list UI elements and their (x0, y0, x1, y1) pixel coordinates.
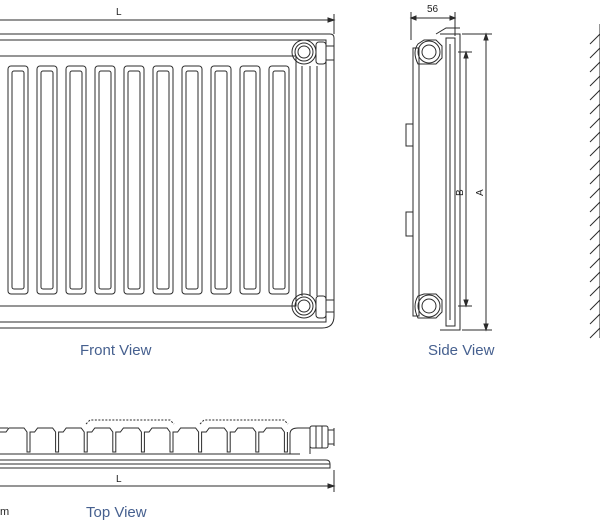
hatch-line (589, 327, 600, 339)
side-view-caption: Side View (428, 342, 495, 359)
hatch-line (589, 201, 600, 213)
hatch-line (589, 299, 600, 311)
front-width-label: L (116, 7, 122, 18)
fin-outer (94, 65, 116, 295)
fin-inner (98, 70, 112, 290)
hatch-line (589, 257, 600, 269)
hatch-line (589, 103, 600, 115)
hatch-line (589, 173, 600, 185)
hatch-line (589, 75, 600, 87)
fin-outer (7, 65, 29, 295)
hatch-line (589, 243, 600, 255)
hatch-line (589, 145, 600, 157)
front-bottom-valve (291, 293, 334, 319)
fin-outer (152, 65, 174, 295)
front-top-valve (291, 39, 334, 65)
hatch-line (589, 89, 600, 101)
side-view: 56 (405, 4, 492, 332)
fin-inner (272, 70, 286, 290)
fin-inner (11, 70, 25, 290)
hatch-line (589, 229, 600, 241)
top-view: L (0, 419, 336, 492)
fin-outer (36, 65, 58, 295)
fin-outer (123, 65, 145, 295)
side-bottom-valve (414, 293, 443, 319)
top-view-caption: Top View (86, 504, 147, 521)
hatch-line (589, 61, 600, 73)
hatch-line (589, 215, 600, 227)
top-pipe-connector (289, 425, 335, 454)
fin-inner (185, 70, 199, 290)
fin-inner (40, 70, 54, 290)
top-profile (0, 427, 288, 453)
fin-inner (214, 70, 228, 290)
fin-outer (268, 65, 290, 295)
hatch-line (589, 131, 600, 143)
hatch-line (589, 187, 600, 199)
front-fins (7, 65, 290, 295)
side-top-valve (414, 39, 443, 65)
hatch-line (589, 47, 600, 59)
hatch-line (589, 313, 600, 325)
fin-inner (156, 70, 170, 290)
wall-hatching (589, 24, 600, 339)
hatch-line (589, 285, 600, 297)
side-depth-label: 56 (427, 4, 439, 15)
front-view: L (0, 7, 336, 329)
hatch-line (589, 159, 600, 171)
hatch-line (589, 33, 600, 45)
front-view-caption: Front View (80, 342, 152, 359)
fin-inner (69, 70, 83, 290)
side-b-label: B (455, 189, 466, 196)
fin-inner (243, 70, 257, 290)
hatch-line (589, 117, 600, 129)
fin-outer (65, 65, 87, 295)
fin-outer (239, 65, 261, 295)
hatch-line (589, 271, 600, 283)
side-a-label: A (475, 189, 486, 196)
fin-inner (127, 70, 141, 290)
fin-outer (210, 65, 232, 295)
top-width-label: L (116, 474, 122, 485)
top-view-edge-text: m (0, 506, 10, 518)
fin-outer (181, 65, 203, 295)
